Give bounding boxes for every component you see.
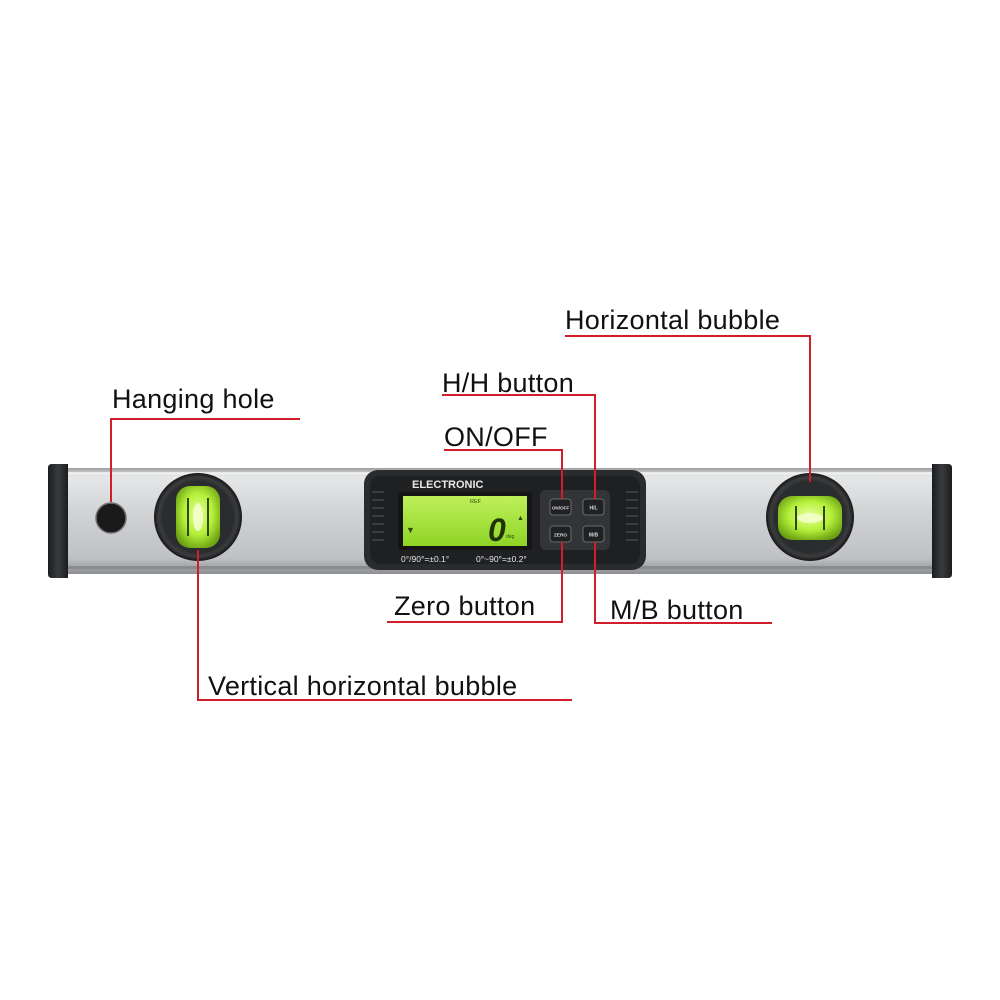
callout-mb-button: M/B button — [610, 595, 744, 625]
left-end-cap — [48, 464, 68, 578]
lcd-reading: 0 — [488, 512, 506, 548]
callout-on-off: ON/OFF — [444, 422, 548, 452]
grip-ribs-right — [626, 491, 638, 541]
mb-button-label: M/B — [589, 533, 599, 539]
leader-vertical-bubble — [197, 550, 572, 701]
lcd-screen — [403, 496, 527, 546]
right-end-cap — [932, 464, 952, 578]
brand-label: ELECTRONIC — [412, 479, 484, 491]
on-off-button-label: ON/OFF — [552, 506, 570, 511]
lcd-arrow-right: ▲ — [517, 515, 524, 522]
callout-hanging-hole: Hanging hole — [112, 384, 275, 414]
leader-horizontal-bubble — [565, 335, 811, 482]
zero-button-label: ZERO — [554, 533, 568, 539]
hl-button[interactable]: H/L — [582, 498, 605, 516]
horizontal-bubble-vial — [766, 473, 854, 561]
leader-hh-button — [442, 394, 596, 499]
leader-mb-button — [594, 542, 772, 624]
mb-button[interactable]: M/B — [582, 525, 605, 543]
leader-zero-button — [387, 542, 563, 623]
leader-lines — [110, 335, 811, 701]
on-off-button[interactable]: ON/OFF — [549, 498, 572, 516]
callout-zero-button: Zero button — [394, 591, 536, 621]
lcd-ref-label: REF — [470, 499, 482, 505]
accuracy-right-label: 0°~90°=±0.2° — [476, 554, 527, 564]
hl-button-label: H/L — [589, 506, 597, 512]
vertical-bubble-vial — [154, 473, 242, 561]
callout-hh-button: H/H button — [442, 368, 575, 398]
hanging-hole — [95, 502, 127, 534]
grip-ribs-left — [372, 491, 384, 541]
display-module: ELECTRONIC REF ▼ ▲ 0 deg 0°/90°=±0.1° 0°… — [364, 470, 646, 570]
accuracy-left-label: 0°/90°=±0.1° — [401, 554, 449, 564]
lcd-unit: deg — [506, 534, 515, 540]
leader-hanging-hole — [110, 418, 300, 502]
zero-button[interactable]: ZERO — [549, 525, 572, 543]
leader-on-off — [444, 449, 563, 499]
callout-vertical-horizontal-bubble: Vertical horizontal bubble — [208, 671, 518, 701]
lcd-arrow-left: ▼ — [406, 525, 415, 535]
callout-horizontal-bubble: Horizontal bubble — [565, 305, 781, 335]
